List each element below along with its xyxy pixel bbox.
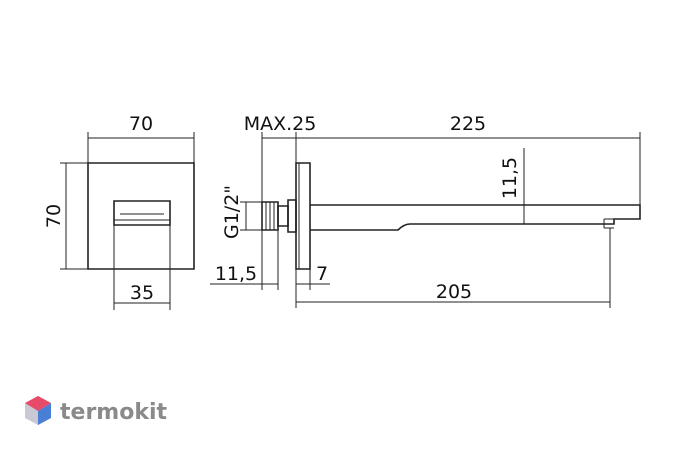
dim-total-length: 225 <box>450 113 486 135</box>
spout-body <box>310 205 640 230</box>
connector-neck <box>278 206 288 226</box>
dim-spout-height: 11,5 <box>499 157 521 199</box>
dim-slot-width: 35 <box>130 282 154 304</box>
dim-spout-length: 205 <box>436 281 472 303</box>
dim-thread: G1/2" <box>221 185 243 239</box>
brand-logo: termokit <box>25 396 167 425</box>
dim-front-height: 70 <box>43 204 65 228</box>
side-view: MAX.25 225 11,5 G1/2" 11,5 7 205 <box>210 113 640 308</box>
dim-plate-thickness: 7 <box>316 263 328 285</box>
connector-collar <box>288 200 296 232</box>
outlet-slot <box>114 201 170 225</box>
dim-front-width: 70 <box>129 113 153 135</box>
front-plate-outline <box>88 163 194 269</box>
front-view: 70 70 35 <box>43 113 194 310</box>
dim-thread-offset: 11,5 <box>215 263 257 285</box>
wall-plate <box>296 163 310 269</box>
brand-name: termokit <box>60 400 167 425</box>
dim-max-depth: MAX.25 <box>244 113 317 135</box>
